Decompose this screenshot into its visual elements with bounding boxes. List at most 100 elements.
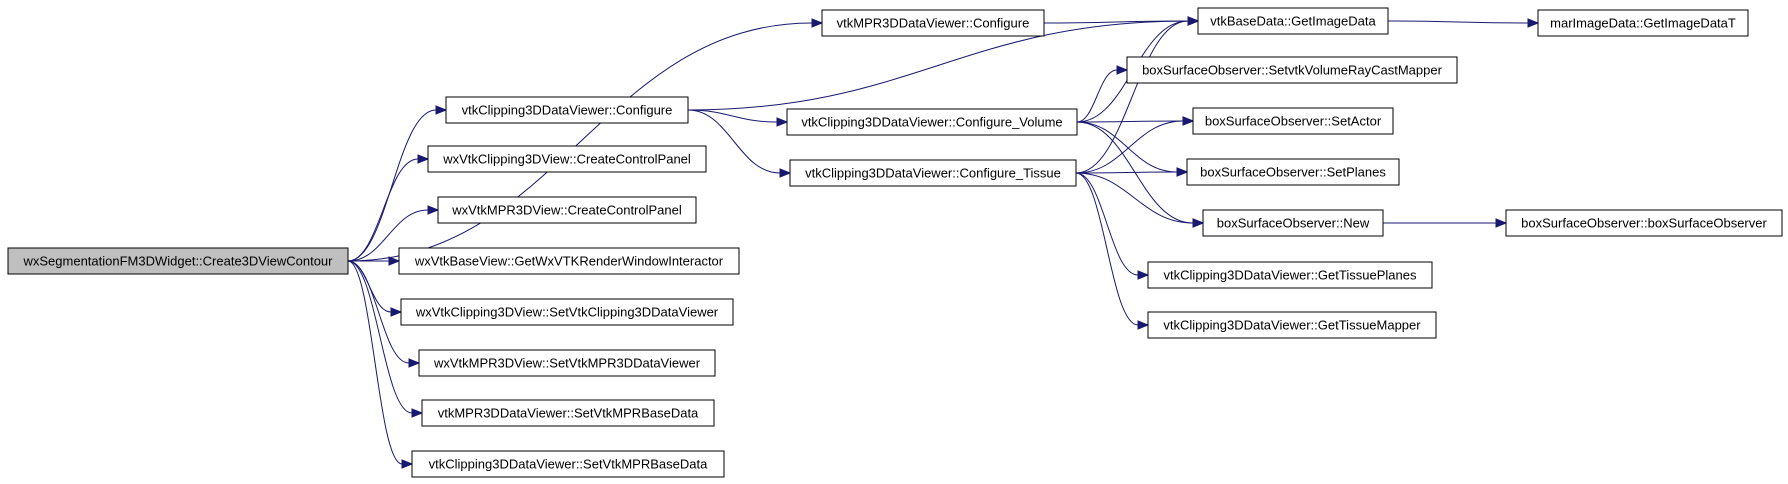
node-label: wxVtkMPR3DView::CreateControlPanel — [451, 203, 682, 218]
edge-getimg-to-marimg — [1387, 18, 1540, 28]
node-label: wxVtkMPR3DView::SetVtkMPR3DDataViewer — [433, 356, 701, 371]
node-wxvtkclipping3dview-createcontrolpanel[interactable]: wxVtkClipping3DView::CreateControlPanel — [427, 145, 707, 173]
arrow-head-icon — [779, 168, 792, 178]
node-vtkclipping3ddataviewer-gettissueplanes[interactable]: vtkClipping3DDataViewer::GetTissuePlanes — [1147, 261, 1433, 289]
arrow-head-icon — [1527, 18, 1540, 28]
node-label: vtkMPR3DDataViewer::Configure — [837, 16, 1030, 31]
node-box — [421, 399, 715, 427]
node-wxvtkmpr3dview-setvtkmpr3ddataviewer[interactable]: wxVtkMPR3DView::SetVtkMPR3DDataViewer — [418, 349, 716, 377]
node-label: vtkClipping3DDataViewer::Configure_Volum… — [801, 115, 1062, 130]
node-box — [1186, 158, 1400, 186]
node-boxsurfaceobserver-boxsurfaceobserver[interactable]: boxSurfaceObserver::boxSurfaceObserver — [1505, 209, 1783, 237]
edge-root-to-mprsetbd — [347, 260, 424, 418]
node-boxsurfaceobserver-setactor[interactable]: boxSurfaceObserver::SetActor — [1192, 107, 1394, 135]
edge-cfgvol-to-setmapper — [1076, 65, 1129, 123]
node-layer: wxSegmentationFM3DWidget::Create3DViewCo… — [7, 7, 1783, 478]
edge-line — [687, 109, 781, 174]
edge-clipcfg-to-cfgvol — [687, 109, 789, 127]
edge-cfgtis-to-getimg — [1075, 16, 1200, 174]
node-box — [821, 9, 1045, 37]
edge-cfgtis-to-bsonew — [1075, 172, 1205, 228]
node-box — [1147, 261, 1433, 289]
arrow-head-icon — [1187, 16, 1200, 26]
edge-line — [347, 260, 410, 364]
edge-line — [1387, 20, 1529, 24]
arrow-head-icon — [408, 358, 421, 368]
node-vtkclipping3ddataviewer-setvtkmprbasedata[interactable]: vtkClipping3DDataViewer::SetVtkMPRBaseDa… — [411, 450, 725, 478]
arrow-head-icon — [1137, 270, 1150, 280]
edge-root-to-mprcfg — [347, 18, 824, 262]
node-label: vtkClipping3DDataViewer::GetTissuePlanes — [1164, 268, 1417, 283]
edge-line — [687, 109, 778, 123]
node-box — [411, 450, 725, 478]
node-vtkbasedata-getimagedata[interactable]: vtkBaseData::GetImageData — [1197, 7, 1389, 35]
node-label: wxVtkClipping3DView::SetVtkClipping3DDat… — [415, 305, 719, 320]
edge-root-to-wxclipcp — [347, 154, 430, 262]
edge-cfgtis-to-gettmapper — [1075, 172, 1150, 330]
node-box — [7, 247, 349, 275]
node-label: wxVtkBaseView::GetWxVTKRenderWindowInter… — [414, 254, 724, 269]
node-box — [1505, 209, 1783, 237]
edge-line — [347, 209, 429, 262]
node-vtkmpr3ddataviewer-configure[interactable]: vtkMPR3DDataViewer::Configure — [821, 9, 1045, 37]
node-box — [1192, 107, 1394, 135]
node-label: boxSurfaceObserver::New — [1217, 216, 1370, 231]
edge-line — [1076, 69, 1118, 123]
arrow-head-icon — [1137, 320, 1150, 330]
node-box — [437, 196, 697, 224]
node-box — [1202, 209, 1384, 237]
node-label: wxVtkClipping3DView::CreateControlPanel — [442, 152, 691, 167]
node-label: boxSurfaceObserver::SetPlanes — [1200, 165, 1386, 180]
node-marimagedata-getimagedatat[interactable]: marImageData::GetImageDataT — [1537, 9, 1749, 37]
node-label: boxSurfaceObserver::SetActor — [1205, 114, 1382, 129]
node-box — [786, 108, 1078, 136]
node-label: vtkClipping3DDataViewer::Configure — [462, 103, 673, 118]
arrow-head-icon — [1192, 218, 1205, 228]
edge-cfgtis-to-gettplanes — [1075, 172, 1150, 280]
node-box — [1126, 56, 1458, 84]
node-label: wxSegmentationFM3DWidget::Create3DViewCo… — [22, 254, 333, 269]
arrow-head-icon — [1182, 116, 1195, 126]
edge-layer — [347, 16, 1540, 469]
node-vtkclipping3ddataviewer-configure-volume[interactable]: vtkClipping3DDataViewer::Configure_Volum… — [786, 108, 1078, 136]
arrow-head-icon — [435, 105, 448, 115]
edge-root-to-wxmprcp — [347, 205, 440, 262]
node-label: boxSurfaceObserver::SetvtkVolumeRayCastM… — [1142, 63, 1443, 78]
edge-line — [687, 20, 1189, 111]
edge-line — [1075, 120, 1184, 174]
node-box — [427, 145, 707, 173]
edge-line — [347, 22, 813, 262]
node-label: vtkClipping3DDataViewer::SetVtkMPRBaseDa… — [429, 457, 708, 472]
node-vtkclipping3ddataviewer-gettissuemapper[interactable]: vtkClipping3DDataViewer::GetTissueMapper — [1147, 311, 1437, 339]
node-wxvtkbaseview-getwxvtkrenderwindowinteractor[interactable]: wxVtkBaseView::GetWxVTKRenderWindowInter… — [398, 247, 740, 275]
node-wxsegmentationfm3dwidget-create3dviewcontour[interactable]: wxSegmentationFM3DWidget::Create3DViewCo… — [7, 247, 349, 275]
node-vtkclipping3ddataviewer-configure[interactable]: vtkClipping3DDataViewer::Configure — [445, 96, 689, 124]
arrow-head-icon — [388, 256, 401, 266]
edge-line — [1075, 172, 1194, 224]
edge-bsonew-to-bsoctor — [1383, 218, 1508, 228]
node-box — [398, 247, 740, 275]
node-label: vtkBaseData::GetImageData — [1210, 14, 1376, 29]
node-label: vtkClipping3DDataViewer::GetTissueMapper — [1163, 318, 1421, 333]
edge-line — [1076, 121, 1178, 173]
edge-line — [347, 158, 419, 262]
node-vtkmpr3ddataviewer-setvtkmprbasedata[interactable]: vtkMPR3DDataViewer::SetVtkMPRBaseData — [421, 399, 715, 427]
edge-cfgtis-to-setactor — [1075, 116, 1195, 174]
arrow-head-icon — [401, 459, 414, 469]
node-label: boxSurfaceObserver::boxSurfaceObserver — [1521, 216, 1767, 231]
arrow-head-icon — [411, 408, 424, 418]
node-boxsurfaceobserver-setvtkvolumeraycastmapper[interactable]: boxSurfaceObserver::SetvtkVolumeRayCastM… — [1126, 56, 1458, 84]
node-wxvtkmpr3dview-createcontrolpanel[interactable]: wxVtkMPR3DView::CreateControlPanel — [437, 196, 697, 224]
node-boxsurfaceobserver-new[interactable]: boxSurfaceObserver::New — [1202, 209, 1384, 237]
edge-root-to-clipsetbd — [347, 260, 414, 469]
edge-line — [347, 260, 413, 414]
node-boxsurfaceobserver-setplanes[interactable]: boxSurfaceObserver::SetPlanes — [1186, 158, 1400, 186]
edge-clipcfg-to-cfgtis — [687, 109, 792, 178]
arrow-head-icon — [811, 18, 824, 28]
node-vtkclipping3ddataviewer-configure-tissue[interactable]: vtkClipping3DDataViewer::Configure_Tissu… — [789, 159, 1077, 187]
edge-line — [1075, 172, 1139, 276]
node-box — [445, 96, 689, 124]
node-wxvtkclipping3dview-setvtkclipping3ddataviewer[interactable]: wxVtkClipping3DView::SetVtkClipping3DDat… — [400, 298, 734, 326]
arrow-head-icon — [1176, 167, 1189, 177]
